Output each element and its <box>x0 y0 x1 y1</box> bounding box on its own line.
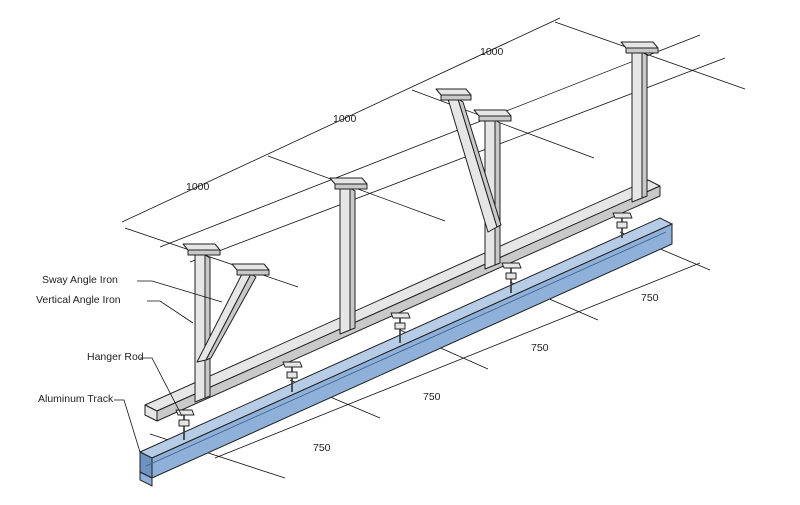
top-dimension-lines <box>121 17 746 288</box>
aluminum-track <box>138 217 674 487</box>
callouts: Sway Angle Iron Vertical Angle Iron Hang… <box>36 274 223 453</box>
sway-angle-irons <box>196 88 502 363</box>
hanger-assemblies <box>175 212 633 440</box>
dimension-750-d: 750 <box>641 292 659 304</box>
horizontal-beam <box>144 179 661 422</box>
label-aluminum-track: Aluminum Track <box>38 393 114 405</box>
dimension-1000-b: 1000 <box>333 113 357 125</box>
label-vertical-angle-iron: Vertical Angle Iron <box>36 294 121 306</box>
vertical-angle-irons <box>182 41 659 403</box>
bottom-dimension-labels: 750 750 750 750 <box>313 292 659 454</box>
dimension-1000-a: 1000 <box>186 181 210 193</box>
label-sway-angle-iron: Sway Angle Iron <box>42 274 118 286</box>
dimension-750-c: 750 <box>531 342 549 354</box>
dimension-750-b: 750 <box>423 391 441 403</box>
dimension-750-a: 750 <box>313 442 331 454</box>
dimension-1000-c: 1000 <box>480 46 504 58</box>
label-hanger-rod: Hanger Rod <box>87 351 144 363</box>
top-dimension-labels: 1000 1000 1000 <box>186 46 504 193</box>
